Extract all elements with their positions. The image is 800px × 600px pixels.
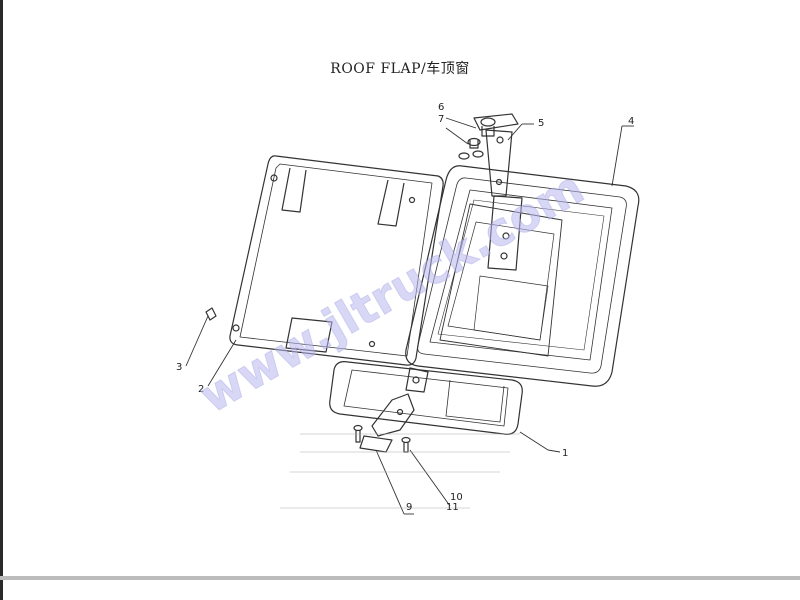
scan-edge-left	[0, 0, 3, 600]
callout-1: 1	[562, 448, 568, 459]
parts-6-7-bolts	[458, 117, 496, 160]
scan-edge-bottom	[0, 576, 800, 580]
callout-9: 9	[406, 502, 412, 513]
leader-lines	[185, 117, 634, 515]
part-3-clip	[205, 307, 217, 321]
part-5-hinge-bracket	[473, 113, 523, 271]
callout-10: 10	[450, 492, 463, 503]
callout-2: 2	[198, 384, 204, 395]
diagram-title: ROOF FLAP/车顶窗	[330, 61, 470, 77]
faint-background-lines	[280, 433, 520, 509]
callout-4: 4	[628, 116, 634, 127]
part-4-outer-frame	[405, 165, 640, 387]
callout-7: 7	[438, 114, 444, 125]
watermark-text: www.jltruck.com	[191, 160, 593, 423]
callout-5: 5	[538, 118, 544, 129]
part-1-inner-seal	[329, 361, 523, 435]
part-9-latch	[359, 367, 429, 453]
callout-6: 6	[438, 102, 444, 113]
callout-11: 11	[446, 502, 459, 513]
callout-3: 3	[176, 362, 182, 373]
inner-plate	[439, 203, 563, 357]
part-2-flap-panel	[229, 155, 444, 366]
